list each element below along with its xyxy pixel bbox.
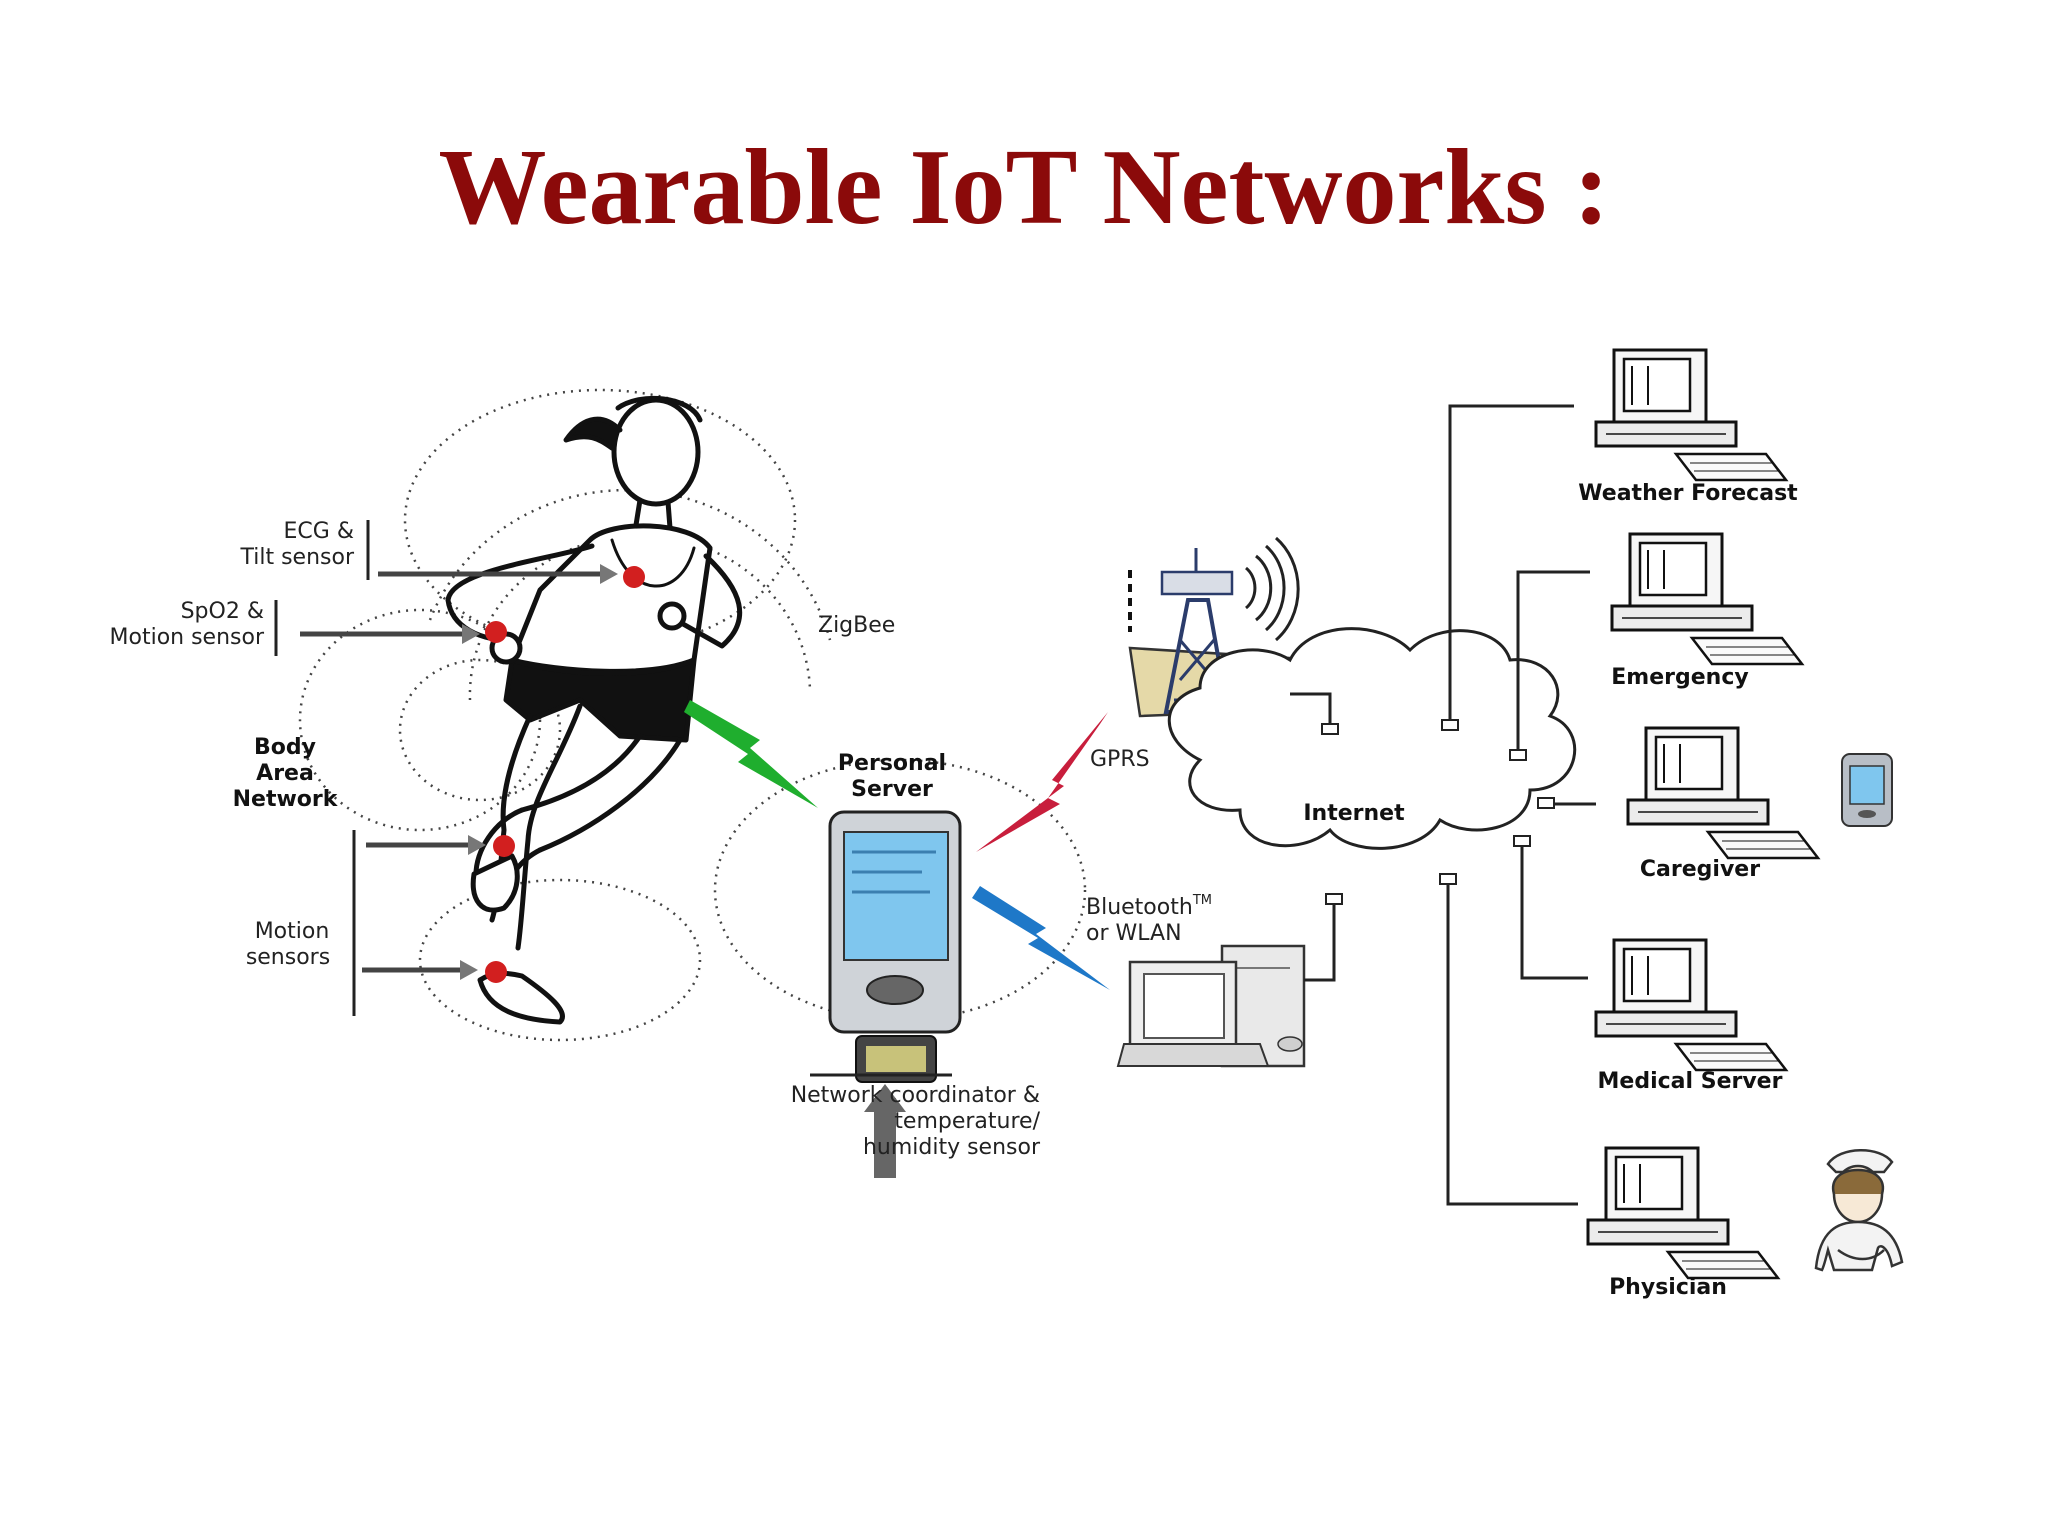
- emergency-node: Emergency: [1610, 532, 1804, 690]
- caregiver-node: Caregiver: [1626, 726, 1820, 882]
- bluetooth-label-line1: BluetoothTM: [1086, 893, 1212, 920]
- internet-cloud: [1167, 627, 1577, 850]
- network-links: [1290, 404, 1596, 1206]
- nurse-figure: [1814, 1149, 1904, 1272]
- ankle-sensor-dot: [485, 961, 507, 983]
- ecg-sensor-dot: [623, 566, 645, 588]
- physician-node: Physician: [1586, 1146, 1780, 1300]
- medical-label: Medical Server: [1598, 1069, 1783, 1094]
- wrist-sensor-dot: [485, 621, 507, 643]
- knee-sensor-dot: [493, 835, 515, 857]
- ban-label-line2: Area: [256, 761, 314, 786]
- pda-device: [828, 810, 962, 1083]
- medical-server-node: Medical Server: [1594, 938, 1788, 1094]
- bluetooth-label-line2: or WLAN: [1086, 921, 1182, 946]
- internet-label: Internet: [1303, 801, 1405, 826]
- caregiver-pda-icon: [1841, 753, 1893, 827]
- zigbee-label: ZigBee: [818, 613, 895, 638]
- weather-label: Weather Forecast: [1578, 481, 1798, 506]
- desktop-computer-icon: [1116, 944, 1306, 1068]
- motion-label-line2: sensors: [246, 945, 330, 970]
- weather-forecast-node: Weather Forecast: [1578, 348, 1798, 506]
- sensor-arrows: [300, 564, 618, 980]
- coord-label-line3: humidity sensor: [863, 1135, 1041, 1160]
- slide-title: Wearable IoT Networks :: [438, 128, 1610, 247]
- gprs-bolt: [976, 712, 1108, 852]
- ban-label-line3: Network: [233, 787, 339, 812]
- caregiver-label: Caregiver: [1640, 857, 1760, 882]
- link-connectors: [1321, 719, 1555, 905]
- ecg-label-line1: ECG &: [284, 519, 354, 544]
- physician-label: Physician: [1609, 1275, 1727, 1300]
- motion-label-line1: Motion: [255, 919, 330, 944]
- emergency-label: Emergency: [1611, 665, 1748, 690]
- bluetooth-bolt: [972, 886, 1110, 990]
- gprs-label: GPRS: [1090, 747, 1150, 772]
- spo2-label-line2: Motion sensor: [110, 625, 265, 650]
- label-bars: [274, 520, 370, 1016]
- ecg-label-line2: Tilt sensor: [239, 545, 354, 570]
- server-label-line1: Personal: [838, 751, 946, 776]
- spo2-label-line1: SpO2 &: [181, 599, 264, 624]
- coord-label-line2: temperature/: [894, 1109, 1040, 1134]
- runner-figure: [445, 395, 743, 1025]
- server-label-line2: Server: [851, 777, 933, 802]
- sensor-dots: [485, 566, 645, 983]
- zigbee-bolt: [684, 700, 818, 808]
- ban-label-line1: Body: [254, 735, 316, 760]
- coordinator-arrow: [810, 1073, 952, 1178]
- coord-label-line1: Network coordinator &: [791, 1083, 1040, 1108]
